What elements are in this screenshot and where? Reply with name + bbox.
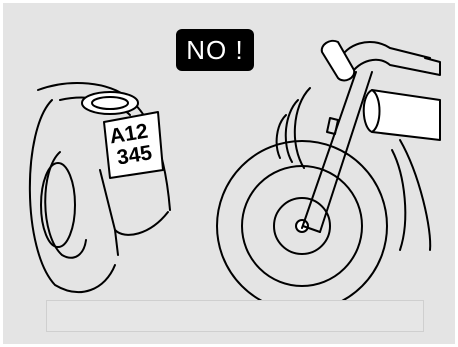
fender-tail — [114, 229, 119, 256]
caption-area — [46, 300, 424, 332]
fork-tube-left — [301, 71, 357, 229]
front-wheel-illustration — [216, 39, 441, 312]
rear-tire-inner — [44, 151, 87, 259]
reflector — [326, 117, 339, 135]
plate-line-2: 345 — [115, 141, 154, 169]
warning-banner-text: NO ! — [186, 34, 244, 65]
front-hub — [273, 197, 331, 255]
grip — [320, 39, 356, 82]
warning-banner: NO ! — [176, 29, 254, 71]
rear-wheel-illustration — [28, 82, 171, 294]
rear-tire-outline — [28, 99, 116, 294]
mudguard — [391, 149, 407, 251]
headlight — [362, 89, 441, 141]
fender-lower — [99, 169, 169, 236]
vibration-waves-icon — [275, 87, 311, 169]
fork-tube-right — [319, 71, 373, 233]
license-plate — [103, 111, 164, 179]
license-plate-text: A12 345 — [108, 120, 154, 170]
handlebar — [339, 41, 431, 61]
rear-hub — [40, 162, 76, 248]
